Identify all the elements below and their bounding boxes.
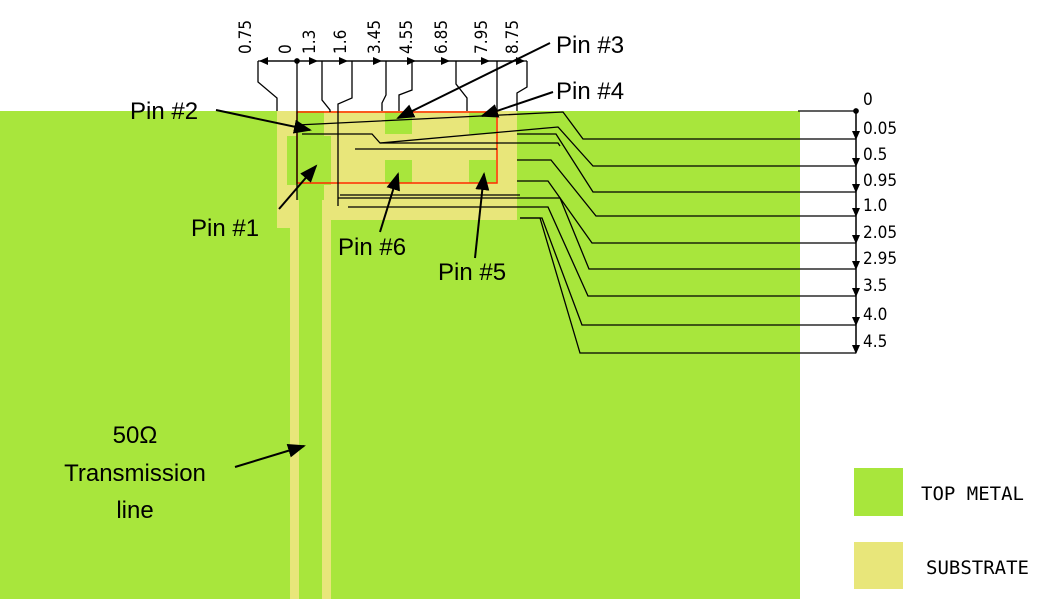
pin4-arrow <box>480 91 554 118</box>
pin2-arrow <box>215 109 312 134</box>
legend-label-top-metal: TOP METAL <box>921 483 1024 505</box>
pin6-arrow <box>379 172 400 233</box>
pin5-label: Pin #5 <box>438 259 506 286</box>
tl-label-line2: Transmission <box>64 460 206 487</box>
hdim-label: 0.75 <box>236 20 256 54</box>
vertical-dimension-labels: 0 0.05 0.5 0.95 1.0 2.05 2.95 3.5 4.0 4.… <box>863 90 897 352</box>
pin3-arrow <box>396 42 551 119</box>
legend-swatch-substrate <box>854 542 903 589</box>
vdim-label: 3.5 <box>863 276 887 296</box>
pad-pin3 <box>385 112 412 134</box>
legend-label-substrate: SUBSTRATE <box>926 557 1029 579</box>
hdim-label: 6.85 <box>432 20 452 54</box>
horizontal-dimension <box>257 57 528 206</box>
hdim-label: 1.3 <box>300 30 320 54</box>
vdim-label: 2.05 <box>863 223 897 243</box>
hdim-label: 0 <box>276 44 296 54</box>
pin2-label: Pin #2 <box>130 98 198 125</box>
transmission-line-label: 50Ω Transmission line <box>64 422 206 524</box>
pin3-label: Pin #3 <box>556 32 624 59</box>
vdim-label: 4.0 <box>863 305 887 325</box>
vertical-dimension <box>296 108 860 354</box>
vdim-label: 2.95 <box>863 249 897 269</box>
transmission-line-arrow <box>234 443 306 468</box>
legend: TOP METAL SUBSTRATE <box>854 468 1029 589</box>
pin1-label: Pin #1 <box>191 215 259 242</box>
hdim-label: 1.6 <box>331 30 351 54</box>
pad-pin6 <box>385 160 412 183</box>
vdim-label: 0.05 <box>863 119 897 139</box>
hdim-label: 7.95 <box>472 20 492 54</box>
tl-label-line3: line <box>116 497 153 524</box>
pin1-arrow <box>278 164 318 210</box>
vdim-label: 4.5 <box>863 332 887 352</box>
tl-label-line1: 50Ω <box>113 422 158 449</box>
pin6-label: Pin #6 <box>338 234 406 261</box>
pin5-arrow <box>474 172 490 259</box>
hdim-label: 8.75 <box>503 20 523 54</box>
vdim-label: 0 <box>863 90 873 110</box>
pin4-label: Pin #4 <box>556 78 624 105</box>
hdim-label: 4.55 <box>397 20 417 54</box>
horizontal-dimension-labels: 0.75 0 1.3 1.6 3.45 4.55 6.85 7.95 8.75 <box>236 20 523 54</box>
legend-swatch-top-metal <box>854 468 903 516</box>
vdim-label: 0.5 <box>863 145 887 165</box>
pad-pin4-edge <box>497 111 517 219</box>
hdim-label: 3.45 <box>365 20 385 54</box>
pin-callouts <box>215 42 554 468</box>
vdim-label: 0.95 <box>863 171 897 191</box>
vdim-label: 1.0 <box>863 196 887 216</box>
